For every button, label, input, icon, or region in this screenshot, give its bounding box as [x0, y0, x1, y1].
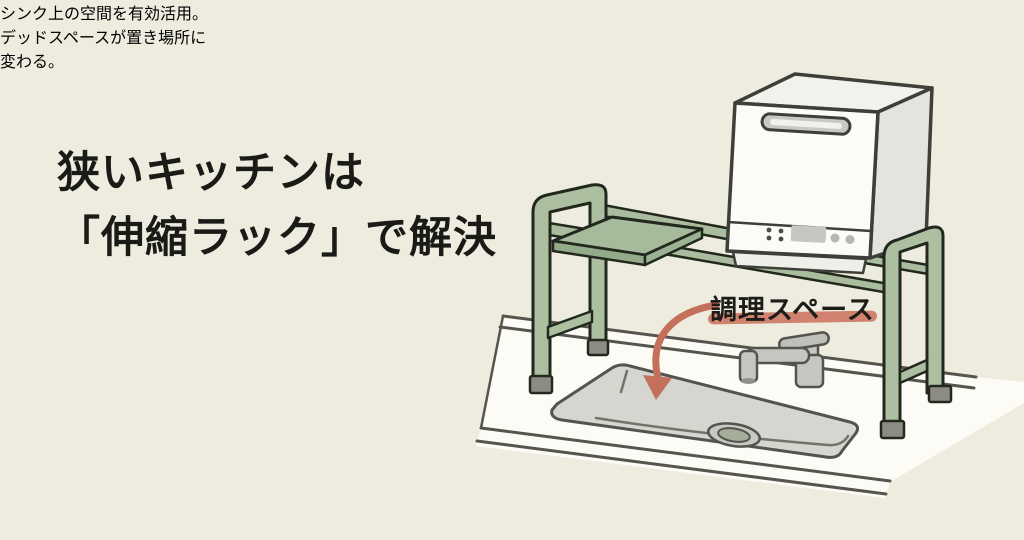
right-front-foot	[879, 419, 906, 440]
counter-left-edge-line	[479, 314, 505, 430]
headline-line1: 狭いキッチンは	[57, 149, 365, 197]
panel-button	[845, 235, 855, 244]
curved-down-arrow-icon	[643, 301, 720, 400]
right-crossbar	[898, 358, 929, 385]
countertop-dishwasher	[725, 72, 934, 275]
right-back-foot	[927, 384, 953, 404]
control-panel	[766, 225, 855, 244]
sink-basin	[550, 363, 859, 459]
rack-left-frame	[528, 183, 610, 395]
faucet-spout-tip	[741, 378, 756, 384]
left-front-foot	[528, 374, 554, 395]
panel-button	[830, 233, 840, 243]
dishwasher-handle	[760, 112, 852, 136]
rack-right-frame	[879, 225, 953, 440]
faucet	[738, 331, 830, 389]
annotation-label: 調理スペース	[710, 295, 875, 325]
dishwasher-plinth	[731, 250, 868, 275]
shelf-right-edge	[643, 227, 704, 267]
sink-drain	[707, 422, 761, 448]
sink-floor-crease	[594, 416, 850, 447]
sliding-shelf	[551, 215, 704, 267]
counter-front-edge-line	[479, 426, 892, 483]
counter-front-trim-line	[475, 439, 888, 496]
sink-corner-crease	[619, 369, 629, 394]
page-title: 狭いキッチンは 「伸縮ラック」で解決	[57, 141, 497, 271]
faucet-spout	[738, 349, 759, 384]
body-line3: 変わる。	[0, 54, 65, 71]
body-line1: シンク上の空間を有効活用。	[0, 6, 209, 23]
dishwasher-front	[725, 101, 880, 260]
body-line2: デッドスペースが置き場所に	[0, 30, 207, 47]
display-screen	[790, 225, 827, 243]
left-back-foot	[586, 338, 610, 357]
left-crossbar	[546, 309, 594, 340]
headline-line2: 「伸縮ラック」で解決	[57, 214, 497, 262]
